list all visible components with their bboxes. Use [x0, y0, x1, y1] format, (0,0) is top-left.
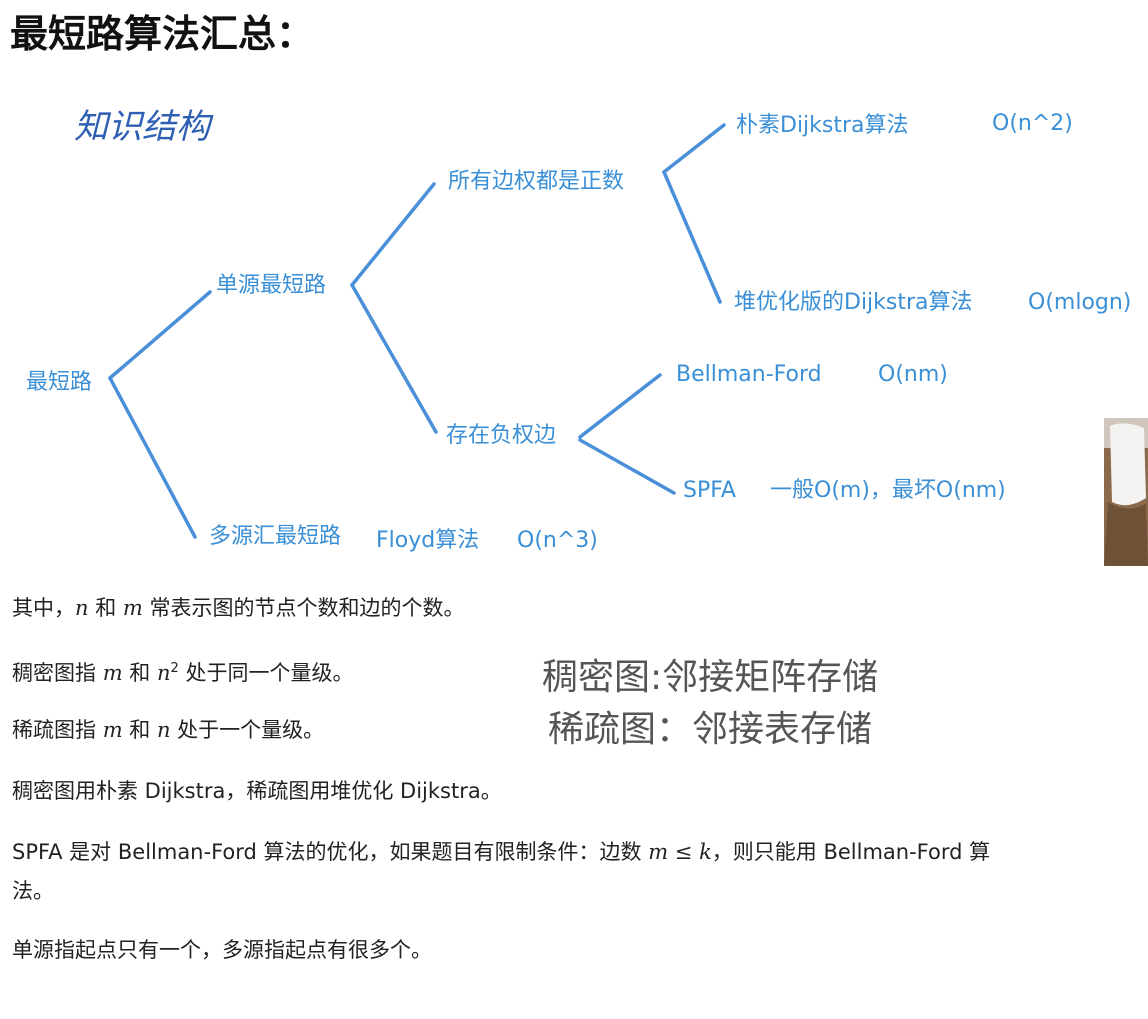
handwritten-annotation: 知识结构	[74, 107, 214, 147]
node-root: 最短路	[26, 370, 92, 395]
node-heap-dijkstra: 堆优化版的Dijkstra算法	[734, 290, 973, 315]
note-line-3: 稀疏图指 m 和 n 处于一个量级。	[12, 718, 325, 742]
note-line-4: 稠密图用朴素 Dijkstra，稀疏图用堆优化 Dijkstra。	[12, 779, 502, 803]
note-line-5-cont: 法。	[12, 879, 54, 903]
edge-positive-heap	[662, 170, 722, 304]
overlay-sparse-storage: 稀疏图：邻接表存储	[548, 709, 873, 750]
node-naive-dijkstra: 朴素Dijkstra算法	[736, 113, 909, 138]
overlay-dense-storage: 稠密图:邻接矩阵存储	[542, 657, 879, 698]
edge-negative-bellman	[578, 373, 662, 439]
node-spfa: SPFA	[683, 478, 736, 503]
edge-negative-spfa	[578, 438, 676, 495]
tree-edges	[108, 123, 726, 539]
node-all-positive: 所有边权都是正数	[448, 169, 624, 194]
node-heap-dijkstra-complexity: O(mlogn)	[1028, 290, 1131, 315]
node-single-source: 单源最短路	[216, 273, 326, 298]
node-negative-edges: 存在负权边	[446, 423, 556, 448]
node-spfa-complexity: 一般O(m)，最坏O(nm)	[770, 478, 1006, 503]
handwritten-text: 知识结构	[74, 107, 214, 147]
edge-root-multi	[108, 376, 197, 539]
partial-photo	[1104, 418, 1148, 566]
edge-single-negative	[350, 283, 438, 434]
node-naive-dijkstra-complexity: O(n^2)	[992, 111, 1073, 136]
node-floyd: Floyd算法	[376, 528, 479, 553]
note-line-6: 单源指起点只有一个，多源指起点有很多个。	[12, 938, 432, 962]
note-line-5: SPFA 是对 Bellman-Ford 算法的优化，如果题目有限制条件：边数 …	[12, 840, 991, 864]
node-multi-source: 多源汇最短路	[209, 524, 341, 549]
edge-single-positive	[350, 182, 436, 287]
note-line-1: 其中，n 和 m 常表示图的节点个数和边的个数。	[12, 596, 465, 620]
node-floyd-complexity: O(n^3)	[517, 528, 598, 553]
shortest-path-tree-diagram: 最短路 单源最短路 所有边权都是正数 朴素Dijkstra算法 O(n^2) 堆…	[26, 111, 1131, 553]
edge-root-single	[108, 290, 212, 380]
edge-positive-naive	[662, 123, 726, 174]
page-title: 最短路算法汇总：	[10, 12, 315, 56]
node-bellman-ford-complexity: O(nm)	[878, 362, 948, 387]
node-bellman-ford: Bellman-Ford	[676, 362, 822, 387]
note-line-2: 稠密图指 m 和 n2 处于同一个量级。	[12, 661, 354, 685]
